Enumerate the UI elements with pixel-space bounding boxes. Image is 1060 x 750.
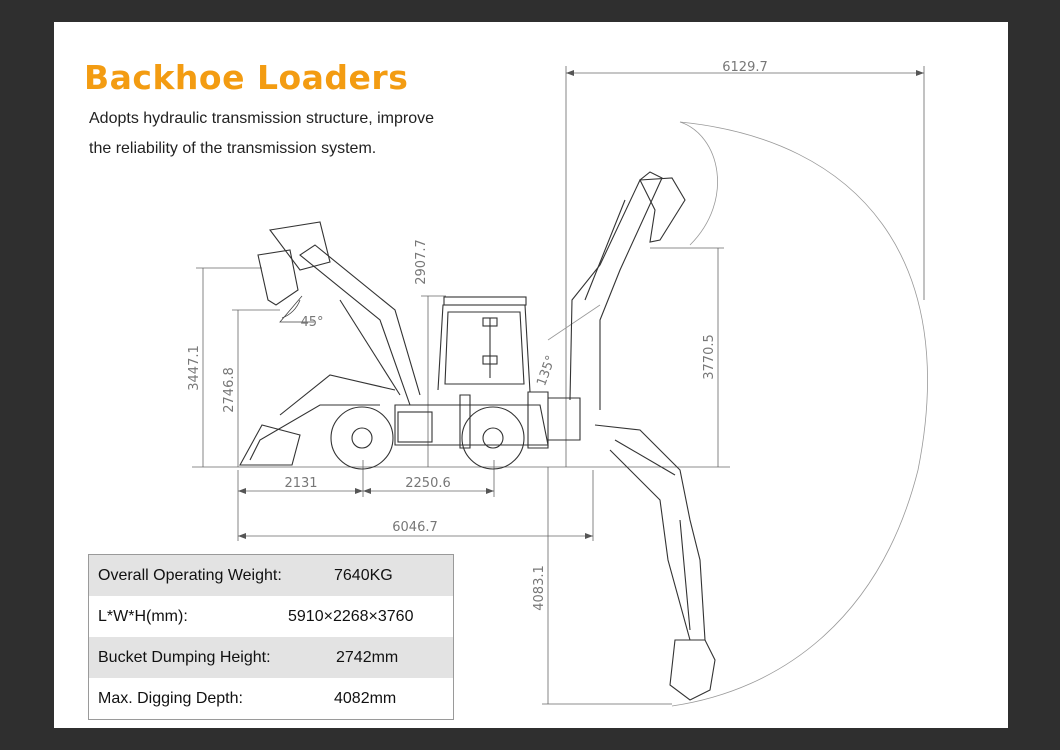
machine-outline: [239, 171, 716, 701]
dim-cab-height: 2907.7: [414, 239, 429, 285]
dump-angle-guide: [279, 295, 314, 323]
spec-value: 7640KG: [334, 567, 393, 584]
spec-value: 2742mm: [336, 649, 399, 666]
spec-label: Overall Operating Weight:: [98, 567, 282, 584]
specs-table: Overall Operating Weight: 7640KG L*W*H(m…: [88, 554, 454, 720]
spec-label: Max. Digging Depth:: [98, 690, 243, 707]
dim-loader-max-height: 3447.1: [187, 345, 202, 391]
dim-loader-dump-height: 2746.8: [222, 367, 237, 413]
page-title: Backhoe Loaders: [84, 58, 409, 97]
spec-row-dumping-height: Bucket Dumping Height: 2742mm: [89, 637, 453, 678]
spec-label: Bucket Dumping Height:: [98, 649, 271, 666]
dim-front-overhang: 2131: [284, 476, 317, 491]
dim-backhoe-digging-depth: 4083.1: [532, 565, 547, 611]
spec-row-dimensions: L*W*H(mm): 5910×2268×3760: [89, 596, 453, 637]
digging-arc: [547, 121, 928, 707]
description-line-2: the reliability of the transmission syst…: [89, 140, 377, 157]
spec-row-digging-depth: Max. Digging Depth: 4082mm: [89, 678, 453, 719]
description-line-1: Adopts hydraulic transmission structure,…: [89, 110, 435, 127]
dim-overall-length-top: 6129.7: [722, 60, 768, 75]
spec-row-weight: Overall Operating Weight: 7640KG: [89, 555, 453, 596]
dimension-arrows: [238, 70, 924, 539]
spec-value: 5910×2268×3760: [288, 608, 414, 625]
spec-value: 4082mm: [334, 690, 397, 707]
dim-dump-angle: 45°: [300, 315, 323, 330]
dump-angle-arc: [281, 299, 301, 319]
dim-wheelbase: 2250.6: [405, 476, 451, 491]
dim-slew-angle: 135°: [534, 354, 559, 389]
dim-overall-length-bottom: 6046.7: [392, 520, 438, 535]
dim-backhoe-reach-height: 3770.5: [702, 334, 717, 380]
spec-label: L*W*H(mm):: [98, 608, 188, 625]
